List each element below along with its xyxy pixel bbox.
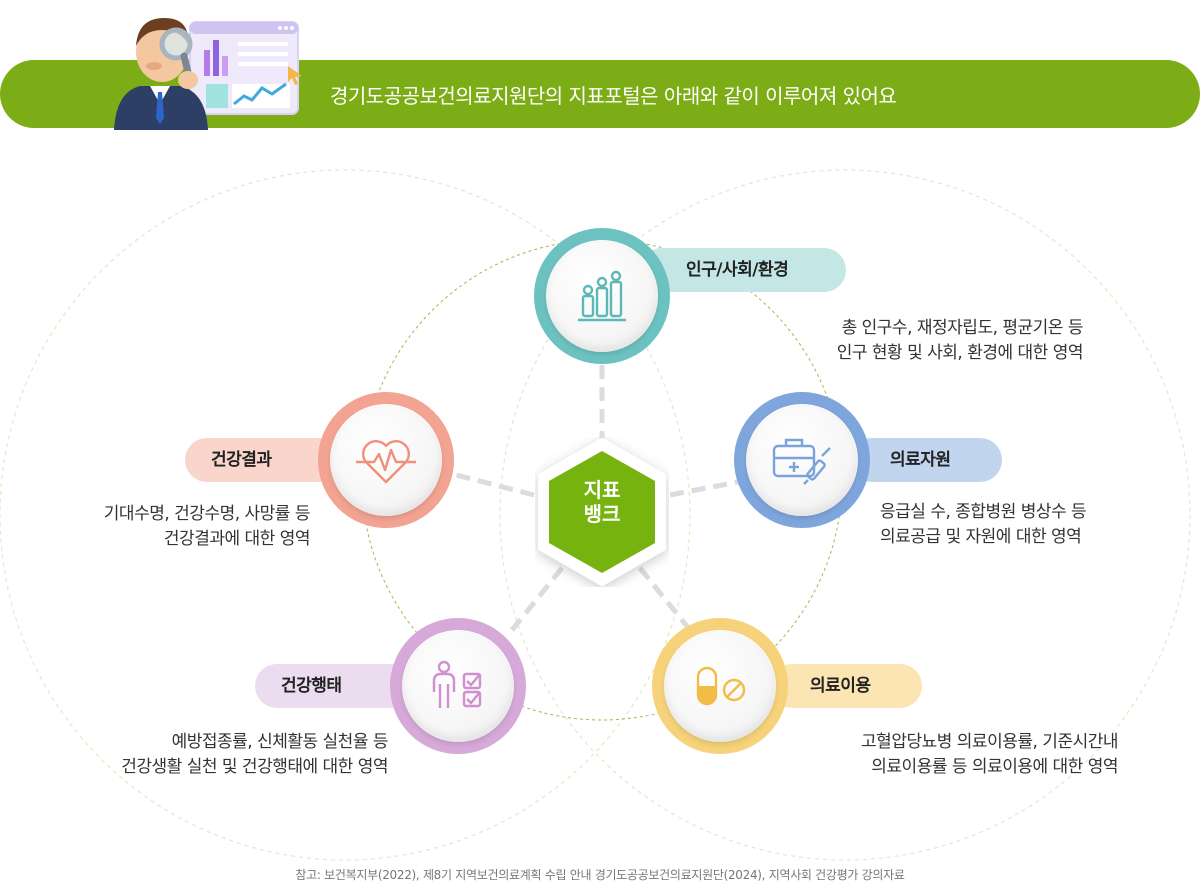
desc-health-behavior-line2: 건강생활 실천 및 건강행태에 대한 영역 bbox=[121, 757, 388, 777]
node-medical-resources-inner bbox=[747, 405, 857, 515]
desc-medical-resources-line2: 의료공급 및 자원에 대한 영역 bbox=[880, 527, 1082, 547]
desc-health-behavior: 예방접종률, 신체활동 실천율 등 건강생활 실천 및 건강행태에 대한 영역 bbox=[121, 730, 388, 780]
pill-health-behavior: 건강행태 bbox=[255, 664, 415, 708]
pill-medical-usage-label: 의료이용 bbox=[810, 676, 871, 696]
mascot-illustration bbox=[114, 18, 302, 130]
desc-health-outcome-line2: 건강결과에 대한 영역 bbox=[163, 529, 311, 549]
node-health-outcome-inner bbox=[331, 405, 441, 515]
node-population bbox=[534, 228, 670, 364]
pill-health-behavior-label: 건강행태 bbox=[281, 676, 342, 696]
desc-health-outcome-line1: 기대수명, 건강수명, 사망률 등 bbox=[103, 504, 311, 524]
desc-health-behavior-line1: 예방접종률, 신체활동 실천율 등 bbox=[171, 732, 389, 752]
desc-medical-resources-line1: 응급실 수, 종합병원 병상수 등 bbox=[880, 502, 1087, 522]
pill-population-label: 인구/사회/환경 bbox=[686, 260, 789, 280]
center-label-line1: 지표 bbox=[583, 478, 621, 502]
center-label-line2: 뱅크 bbox=[583, 502, 621, 526]
desc-medical-resources: 응급실 수, 종합병원 병상수 등 의료공급 및 자원에 대한 영역 bbox=[880, 500, 1087, 550]
heart-pulse-icon bbox=[356, 440, 416, 484]
center-label: 지표 뱅크 bbox=[535, 478, 669, 526]
pill-medical-resources: 의료자원 bbox=[850, 438, 1002, 482]
desc-medical-usage: 고혈압당뇨병 의료이용률, 기준시간내 의료이용률 등 의료이용에 대한 영역 bbox=[861, 730, 1118, 780]
node-population-inner bbox=[547, 241, 657, 351]
node-medical-usage-inner bbox=[665, 631, 775, 741]
desc-medical-usage-line1: 고혈압당뇨병 의료이용률, 기준시간내 bbox=[861, 732, 1118, 752]
desc-population-line1: 총 인구수, 재정자립도, 평균기온 등 bbox=[841, 318, 1084, 338]
node-health-behavior-inner bbox=[403, 631, 513, 741]
desc-population: 총 인구수, 재정자립도, 평균기온 등 인구 현황 및 사회, 환경에 대한 … bbox=[836, 316, 1084, 366]
node-medical-usage bbox=[652, 618, 788, 754]
desc-health-outcome: 기대수명, 건강수명, 사망률 등 건강결과에 대한 영역 bbox=[103, 502, 311, 552]
node-health-behavior bbox=[390, 618, 526, 754]
person-checklist-icon bbox=[432, 660, 482, 708]
pill-medical-resources-label: 의료자원 bbox=[890, 450, 951, 470]
pill-medical-usage: 의료이용 bbox=[770, 664, 922, 708]
pill-population: 인구/사회/환경 bbox=[640, 248, 846, 292]
desc-population-line2: 인구 현황 및 사회, 환경에 대한 영역 bbox=[836, 343, 1084, 363]
desc-medical-usage-line2: 의료이용률 등 의료이용에 대한 영역 bbox=[871, 757, 1118, 777]
population-icon bbox=[578, 270, 626, 322]
center-hexagon bbox=[538, 437, 666, 587]
pill-capsule-icon bbox=[696, 666, 746, 706]
medical-kit-syringe-icon bbox=[772, 438, 831, 485]
node-health-outcome bbox=[318, 392, 454, 528]
node-medical-resources bbox=[734, 392, 870, 528]
banner-title: 경기도공공보건의료지원단의 지표포털은 아래와 같이 이루어져 있어요 bbox=[330, 84, 897, 108]
pill-health-outcome-label: 건강결과 bbox=[211, 450, 272, 470]
footnote: 참고: 보건복지부(2022), 제8기 지역보건의료계획 수립 안내 경기도공… bbox=[295, 868, 905, 882]
